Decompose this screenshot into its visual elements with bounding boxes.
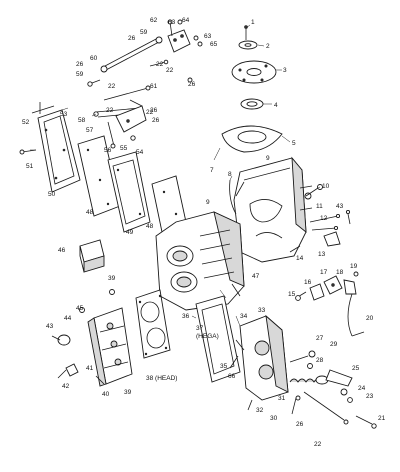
callout-58: 58: [78, 117, 86, 124]
callout-49: 49: [126, 229, 134, 236]
callout-24: 24: [358, 385, 366, 392]
callout-21: 21: [378, 415, 386, 422]
callout-13: 13: [318, 251, 326, 258]
throttle-linkage-assembly: [87, 19, 203, 149]
callout-51: 51: [26, 163, 34, 170]
callout-66: 66: [228, 373, 236, 380]
part-callouts: 1 2 3 4 5 7 8 9 9 10 11 12 13 14 15 16 1…: [22, 17, 386, 448]
callout-34: 34: [240, 313, 248, 320]
callout-22c: 22: [108, 83, 116, 90]
cover-gasket-36: [195, 295, 241, 383]
callout-44: 44: [64, 315, 72, 322]
block-46: [79, 239, 105, 273]
exhaust-cover-33: [229, 314, 289, 411]
callout-27: 27: [316, 335, 324, 342]
callout-60: 60: [90, 55, 98, 62]
upper-bearing-parts: [221, 25, 283, 153]
callout-48a: 48: [86, 209, 94, 216]
callout-32: 32: [256, 407, 264, 414]
callout-22f: 22: [314, 441, 322, 448]
head-gasket-37: [135, 289, 171, 359]
callout-52: 52: [22, 119, 30, 126]
callout-61: 61: [150, 83, 158, 90]
callout-14: 14: [296, 255, 304, 262]
callout-18: 18: [336, 269, 344, 276]
callout-33: 33: [258, 307, 266, 314]
callout-48b: 48: [146, 223, 154, 230]
callout-36: 36: [182, 313, 190, 320]
callout-54: 54: [136, 149, 144, 156]
callout-10: 10: [322, 183, 330, 190]
callout-22e: 22: [146, 109, 154, 116]
callout-37-hega: (HEGA): [196, 333, 219, 340]
choke-linkage: [295, 271, 365, 337]
callout-11: 11: [316, 203, 323, 210]
callout-65: 65: [210, 41, 218, 48]
gasket-plates-48-49: [77, 135, 187, 233]
callout-9a: 9: [266, 155, 270, 162]
callout-3: 3: [283, 67, 287, 74]
callout-20: 20: [366, 315, 374, 322]
callout-40: 40: [102, 391, 110, 398]
callout-2: 2: [266, 43, 270, 50]
callout-63a: 63: [168, 19, 176, 26]
callout-23: 23: [366, 393, 374, 400]
callout-38-head: 38 (HEAD): [146, 375, 177, 382]
callout-45: 45: [76, 305, 84, 312]
callout-22b: 22: [166, 67, 174, 74]
leader-lines: [30, 24, 321, 327]
callout-28: 28: [316, 357, 324, 364]
cylinder-head-38: [51, 289, 133, 387]
callout-39a: 39: [108, 275, 116, 282]
callout-26f: 26: [296, 421, 304, 428]
callout-22d: 22: [106, 107, 114, 114]
callout-19: 19: [350, 263, 358, 270]
callout-59b: 59: [76, 71, 84, 78]
callout-62: 62: [150, 17, 158, 24]
callout-26e: 26: [152, 117, 160, 124]
callout-35: 35: [220, 363, 228, 370]
callout-47: 47: [252, 273, 260, 280]
callout-55: 55: [120, 145, 128, 152]
callout-12: 12: [320, 215, 328, 222]
callout-8: 8: [228, 171, 232, 178]
callout-5: 5: [292, 140, 296, 147]
callout-37: 37: [196, 325, 204, 332]
callout-59a: 59: [140, 29, 148, 36]
callout-29: 29: [330, 341, 338, 348]
callout-41: 41: [86, 365, 94, 372]
callout-30: 30: [270, 415, 278, 422]
callout-57: 57: [86, 127, 94, 134]
callout-39b: 39: [124, 389, 132, 396]
callout-4: 4: [274, 102, 278, 109]
callout-17: 17: [320, 269, 328, 276]
callout-50: 50: [48, 191, 56, 198]
callout-26c: 26: [76, 61, 84, 68]
callout-7: 7: [210, 167, 214, 174]
callout-31: 31: [278, 395, 286, 402]
callout-46: 46: [58, 247, 66, 254]
starter-spring-assembly: [235, 339, 377, 429]
cover-plate-50: [19, 102, 81, 193]
cylinder-block: [155, 211, 245, 311]
callout-22a: 22: [156, 61, 164, 68]
callout-25: 25: [352, 365, 360, 372]
callout-15: 15: [288, 291, 296, 298]
callout-26a: 26: [128, 35, 136, 42]
callout-1: 1: [251, 19, 255, 26]
crankcase-housing: [229, 156, 351, 263]
callout-42: 42: [62, 383, 70, 390]
callout-26b: 26: [188, 81, 196, 88]
callout-16: 16: [304, 279, 312, 286]
callout-64: 64: [182, 17, 190, 24]
callout-53: 53: [60, 111, 68, 118]
callout-43a: 43: [46, 323, 54, 330]
callout-63b: 63: [204, 33, 212, 40]
callout-43b: 43: [336, 203, 344, 210]
callout-9b: 9: [206, 199, 210, 206]
callout-26d: 26: [150, 107, 158, 114]
callout-56: 56: [104, 147, 112, 154]
